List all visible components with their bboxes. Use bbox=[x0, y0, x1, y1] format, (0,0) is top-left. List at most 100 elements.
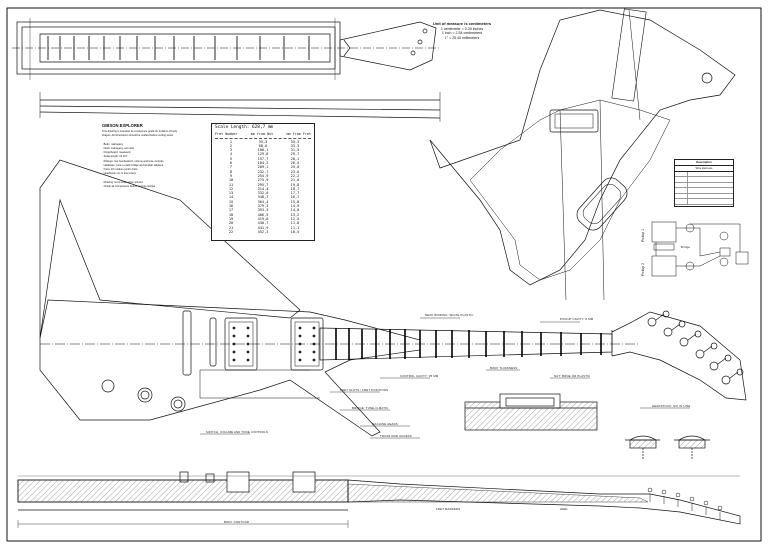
headstock-top-view bbox=[339, 21, 437, 71]
notes-line: · Pickups: two humbuckers, volume and to… bbox=[102, 159, 164, 163]
legend-desc bbox=[688, 199, 733, 204]
table-cell: 17 bbox=[228, 208, 234, 213]
table-row: 11 295,7 19,8 bbox=[215, 183, 311, 187]
units-line-3: 1" = 25,40 millimeters bbox=[444, 35, 480, 40]
col-fret2: mm from Fret bbox=[286, 132, 312, 137]
table-cell: 157,7 bbox=[257, 156, 269, 161]
table-cell: 33,3 bbox=[290, 143, 300, 148]
legend-row bbox=[675, 177, 733, 183]
callout-headstock: HEADSTOCK: SIX IN LINE bbox=[652, 404, 691, 408]
notes-line: · Neck: mahogany, set neck bbox=[102, 147, 134, 151]
fretboard-frets bbox=[335, 328, 602, 360]
units-heading: Unit of measure is centimeters bbox=[432, 21, 492, 26]
table-row: 20 430,7 11,8 bbox=[215, 221, 311, 225]
table-cell: 441,9 bbox=[257, 225, 269, 230]
callout-bridge: BRIDGE: TUNE-O-MATIC bbox=[352, 406, 389, 410]
col-fret: Fret Number bbox=[215, 132, 238, 137]
table-cell: 254,9 bbox=[257, 173, 269, 178]
callout-fret-markers: FRET MARKERS bbox=[436, 507, 461, 511]
table-cell: 10 bbox=[228, 178, 234, 183]
callout-leaders bbox=[200, 317, 690, 439]
body-outline-top bbox=[429, 8, 736, 301]
nut-detail-left bbox=[625, 435, 660, 460]
table-cell: 19 bbox=[228, 216, 234, 221]
table-cell: 184,2 bbox=[257, 161, 269, 166]
legend-desc bbox=[688, 194, 733, 199]
table-cell: 23,6 bbox=[290, 169, 300, 174]
build-notes: GIBSON EXPLORER This drawing is intended… bbox=[102, 123, 206, 189]
table-cell: 430,7 bbox=[257, 221, 269, 226]
table-cell: 332,0 bbox=[257, 191, 269, 196]
table-cell: 11,8 bbox=[290, 221, 300, 226]
callout-neck-binding: NECK BINDING: WHITE PLASTIC bbox=[425, 313, 474, 317]
callout-control-cavity: CONTROL CAVITY: 35 MM bbox=[400, 374, 439, 378]
legend-desc bbox=[688, 177, 733, 182]
table-cell: 4 bbox=[229, 152, 233, 157]
side-tuners bbox=[647, 487, 723, 520]
notes-lines: This drawing is intended as a reference … bbox=[102, 130, 206, 189]
table-cell: 14 bbox=[228, 195, 234, 200]
table-cell: 12 bbox=[228, 186, 234, 191]
pickup-polepieces bbox=[232, 326, 316, 362]
wiring-label-pickup2: Pickup 2 bbox=[641, 262, 645, 276]
table-cell: 28,1 bbox=[290, 156, 300, 161]
callout-body-thickness: BODY THICKNESS bbox=[490, 366, 518, 370]
callout-controls: SWITCH, VOLUME AND TONE CONTROLS bbox=[206, 430, 269, 434]
table-cell: 379,3 bbox=[257, 204, 269, 209]
notes-line: · Fingerboard: rosewood bbox=[102, 151, 131, 155]
table-cell: 35,3 bbox=[290, 139, 300, 144]
table-cell: 29,7 bbox=[290, 152, 300, 157]
legend-row bbox=[675, 193, 733, 199]
table-cell: 6 bbox=[229, 161, 233, 166]
neck-fret-slots bbox=[47, 36, 310, 60]
legend-desc bbox=[688, 188, 733, 193]
callout-body-contour: BODY CONTOUR bbox=[224, 520, 250, 524]
notes-line: · Check all components before routing ca… bbox=[102, 184, 156, 188]
table-cell: 25,0 bbox=[290, 165, 300, 170]
table-cell: 7 bbox=[229, 165, 233, 170]
neck-front-view bbox=[319, 311, 747, 401]
table-cell: 22,2 bbox=[290, 173, 300, 178]
callout-machine-heads: MACHINE HEADS bbox=[372, 422, 398, 426]
table-cell: 15,8 bbox=[290, 199, 300, 204]
legend-subheading: Wire Harness bbox=[675, 166, 733, 172]
table-cell: 17,7 bbox=[290, 191, 300, 196]
table-cell: 14,9 bbox=[290, 204, 300, 209]
table-cell: 16,7 bbox=[290, 195, 300, 200]
table-cell: 13,2 bbox=[290, 212, 300, 217]
legend-code bbox=[675, 199, 688, 204]
table-cell: 314,4 bbox=[257, 186, 269, 191]
table-cell: 11 bbox=[228, 182, 234, 187]
table-cell: 21,0 bbox=[290, 178, 300, 183]
guitar-body-front bbox=[39, 299, 640, 437]
table-cell: 20 bbox=[228, 221, 234, 226]
notes-line: This drawing is intended as a reference … bbox=[102, 130, 178, 134]
guitar-side-view bbox=[17, 471, 741, 528]
scale-heading: Scale Length: 628,7 mm bbox=[215, 125, 274, 130]
callout-pickup-cavity: PICKUP CAVITY: 8 MM bbox=[560, 317, 594, 321]
wiring-schematic bbox=[651, 221, 749, 277]
table-cell: 419,0 bbox=[257, 216, 269, 221]
legend-code bbox=[675, 182, 688, 187]
table-cell: 21 bbox=[228, 225, 234, 230]
table-cell: 19,8 bbox=[290, 182, 300, 187]
table-cell: 18,7 bbox=[290, 186, 300, 191]
table-cell: 295,7 bbox=[257, 182, 269, 187]
notes-line: · Hardware: tune-o-matic bridge and stop… bbox=[102, 163, 164, 167]
table-cell: 1 bbox=[229, 139, 233, 144]
table-cell: 8 bbox=[229, 169, 233, 174]
table-cell: 452,3 bbox=[257, 229, 269, 234]
